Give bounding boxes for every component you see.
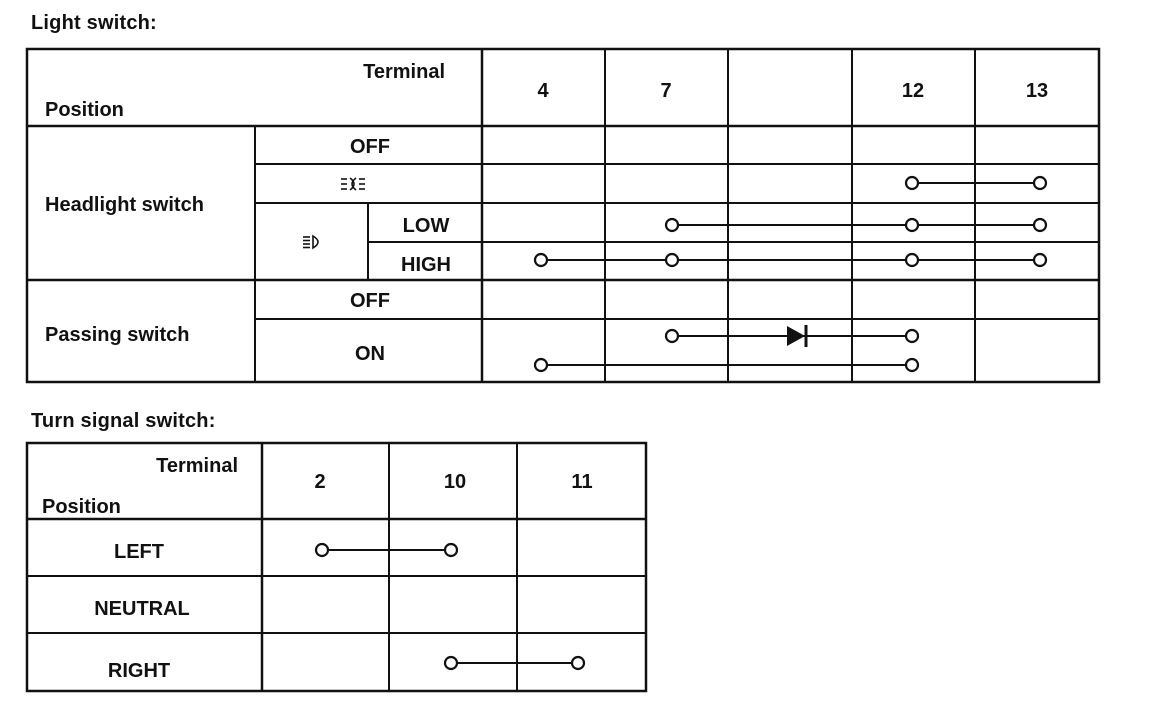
terminal-node <box>1032 175 1048 191</box>
light-header-position: Position <box>45 99 124 121</box>
terminal-node <box>443 542 459 558</box>
passing-switch-label: Passing switch <box>45 324 190 346</box>
turn-header-terminal: Terminal <box>156 455 238 477</box>
terminal-node <box>904 328 920 344</box>
turn-signal-switch-title: Turn signal switch: <box>31 410 216 432</box>
terminal-node <box>533 357 549 373</box>
terminal-node <box>570 655 586 671</box>
terminal-node <box>904 357 920 373</box>
headlight-off-label: OFF <box>350 136 390 158</box>
turn-terminal-label: 2 <box>314 471 325 493</box>
diode-icon <box>787 326 805 346</box>
turn-right-label: RIGHT <box>108 660 170 682</box>
terminal-node <box>1032 252 1048 268</box>
light-switch-title: Light switch: <box>31 12 157 34</box>
terminal-node <box>904 175 920 191</box>
turn-header-position: Position <box>42 496 121 518</box>
terminal-node <box>904 217 920 233</box>
passing-on-label: ON <box>355 343 385 365</box>
turn-neutral-label: NEUTRAL <box>94 598 190 620</box>
terminal-node <box>443 655 459 671</box>
turn-signal-table <box>25 441 648 693</box>
passing-off-label: OFF <box>350 290 390 312</box>
light-header-terminal: Terminal <box>363 61 445 83</box>
terminal-node <box>664 217 680 233</box>
light-switch-table <box>25 47 1101 384</box>
turn-left-label: LEFT <box>114 541 164 563</box>
headlight-low-label: LOW <box>403 215 450 237</box>
turn-signal-connections <box>314 542 586 671</box>
light-terminal-label: 13 <box>1026 80 1048 102</box>
headlight-high-label: HIGH <box>401 254 451 276</box>
terminal-node <box>664 328 680 344</box>
light-terminal-label: 4 <box>537 80 549 102</box>
terminal-node <box>1032 217 1048 233</box>
terminal-node <box>664 252 680 268</box>
turn-terminal-label: 10 <box>444 471 466 493</box>
light-switch-connections <box>533 175 1048 373</box>
terminal-node <box>314 542 330 558</box>
light-terminal-label: 7 <box>660 80 671 102</box>
turn-terminal-label: 11 <box>571 471 592 493</box>
headlight-switch-label: Headlight switch <box>45 194 204 216</box>
terminal-node <box>533 252 549 268</box>
light-terminal-label: 12 <box>902 80 924 102</box>
parking-light-icon <box>341 177 365 191</box>
terminal-node <box>904 252 920 268</box>
headlight-icon <box>303 234 319 250</box>
